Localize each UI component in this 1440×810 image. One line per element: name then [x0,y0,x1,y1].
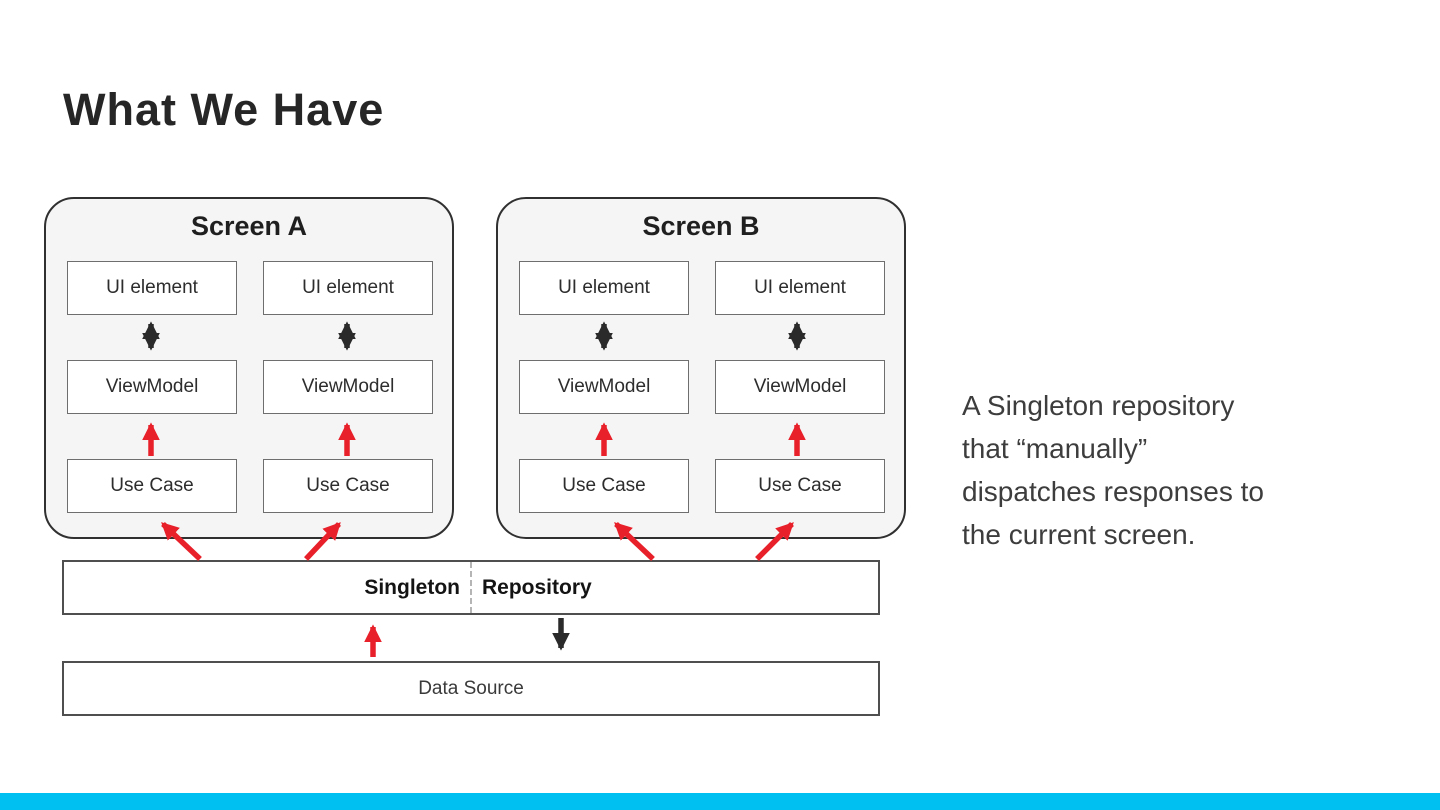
caption-text: A Singleton repository that “manually” d… [962,384,1264,556]
screen-a-col2-viewmodel: ViewModel [263,360,433,414]
screen-a-panel: Screen A UI element UI element ViewModel… [44,197,454,539]
screen-b-col2-ui-element: UI element [715,261,885,315]
screen-b-title: Screen B [642,211,760,241]
screen-b-col2-viewmodel: ViewModel [715,360,885,414]
caption-line-4: the current screen. [962,519,1196,550]
caption-line-2: that “manually” [962,433,1148,464]
repository-label-left: Singleton [364,575,460,599]
screen-a-col1-viewmodel: ViewModel [67,360,237,414]
screen-b-col2-use-case: Use Case [715,459,885,513]
screen-a-col2-use-case: Use Case [263,459,433,513]
screen-b-panel: Screen B UI element UI element ViewModel… [496,197,906,539]
slide-title: What We Have [63,84,385,135]
screen-b-col1-use-case: Use Case [519,459,689,513]
screen-b-col1-viewmodel: ViewModel [519,360,689,414]
data-source-box: Data Source [62,661,880,716]
repository-dashed-divider [470,562,472,613]
screen-a-title: Screen A [190,211,308,241]
screen-a-col2-ui-element: UI element [263,261,433,315]
caption-line-1: A Singleton repository [962,390,1235,421]
repository-label-right: Repository [482,575,592,599]
bottom-accent-bar [0,793,1440,810]
screen-a-col1-ui-element: UI element [67,261,237,315]
screen-b-col1-ui-element: UI element [519,261,689,315]
caption-line-3: dispatches responses to [962,476,1264,507]
screen-a-col1-use-case: Use Case [67,459,237,513]
singleton-repository-box: Singleton Repository [62,560,880,615]
